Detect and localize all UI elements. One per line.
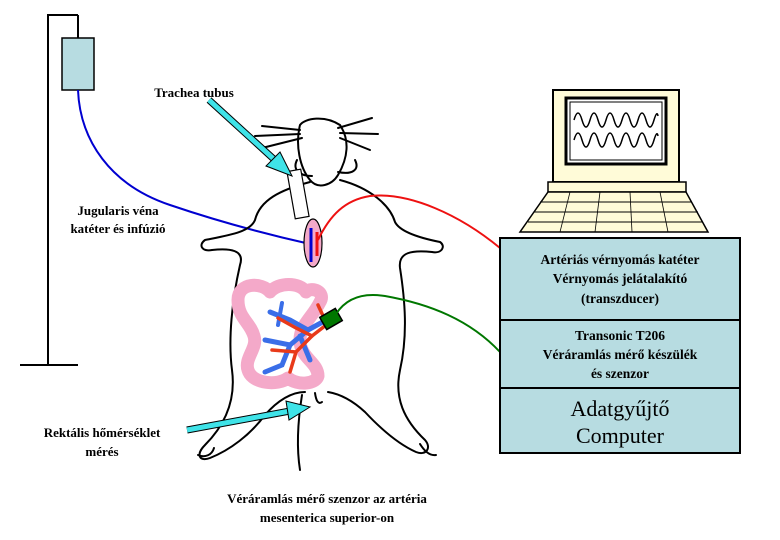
flow-sensor-line: [335, 294, 501, 353]
rectal-label-line-2: mérés: [85, 444, 118, 459]
computer-box: [499, 387, 741, 454]
monitor-waveform-2: [573, 132, 659, 148]
trachea-arrow: [206, 97, 294, 177]
iv-stand-icon: [20, 14, 79, 366]
jugular-label-line-1: Jugularis véna: [77, 203, 159, 218]
rectal-arrow: [186, 400, 312, 434]
pressure-box-line-2: Vérnyomás jelátalakító: [553, 271, 688, 286]
caption-line-1: Véráramlás mérő szenzor az artéria: [227, 491, 427, 506]
pressure-transducer-box: [499, 237, 741, 321]
iv-bag-icon: [61, 37, 95, 91]
rectal-label-line-1: Rektális hőmérséklet: [44, 425, 161, 440]
arterial-pressure-line: [317, 194, 501, 249]
jugular-label-line-2: katéter és infúzió: [70, 221, 165, 236]
jugular-catheter-site-icon: [303, 218, 323, 268]
computer-box-line-1: Adatgyűjtő: [571, 396, 670, 421]
pressure-box-line-1: Artériás vérnyomás katéter: [541, 252, 700, 267]
trachea-tube-icon: [286, 168, 310, 220]
keyboard-icon: [518, 191, 710, 233]
flow-box-line-2: Véráramlás mérő készülék: [543, 347, 698, 362]
trachea-label: Trachea tubus: [154, 85, 234, 100]
mesenteric-vessels-icon: [262, 301, 333, 375]
monitor-waveform-1: [573, 112, 659, 128]
computer-monitor-icon: [547, 89, 687, 193]
flow-box-line-3: és szenzor: [591, 366, 649, 381]
iv-infusion-line: [77, 89, 311, 245]
pressure-box-line-3: (transzducer): [581, 291, 659, 306]
caption-line-2: mesenterica superior-on: [260, 510, 395, 525]
computer-box-line-2: Computer: [576, 423, 665, 448]
flow-meter-box: [499, 319, 741, 389]
flow-box-line-1: Transonic T206: [575, 328, 665, 343]
